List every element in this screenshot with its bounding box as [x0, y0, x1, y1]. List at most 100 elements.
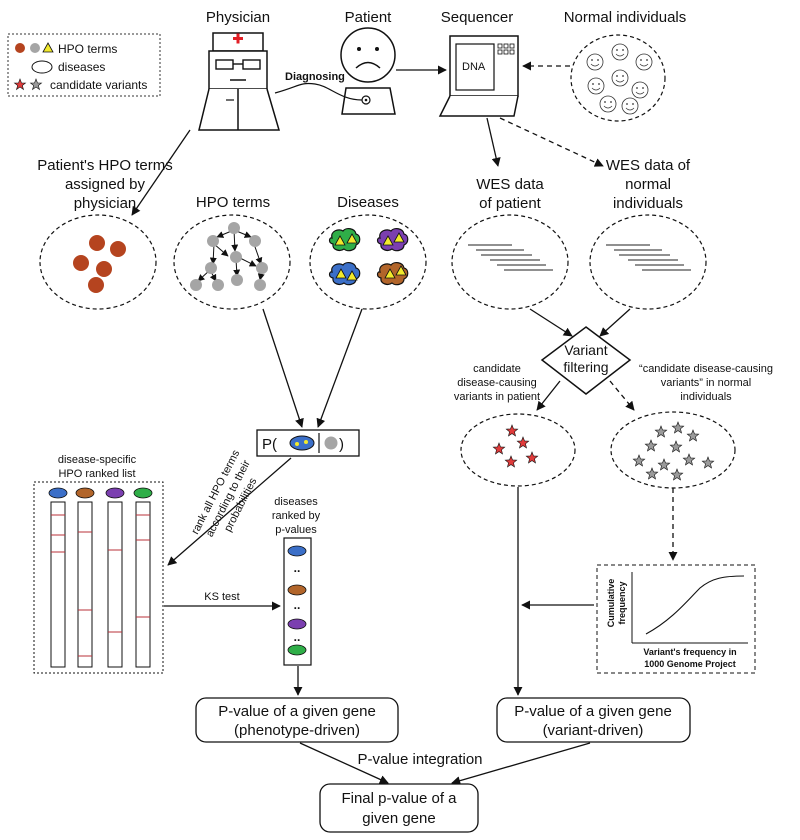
pvalue-variant-line-1: P-value of a given gene	[514, 703, 672, 720]
gray-star-6	[632, 454, 646, 467]
final-pvalue-line-2: given gene	[362, 810, 435, 827]
patient-hpo-title-1: Patient's HPO terms	[37, 157, 172, 174]
diseases-to-probability-arrow	[316, 308, 363, 428]
filter-to-normal-candidates-arrow	[609, 380, 635, 411]
red-star-swatch	[13, 78, 27, 91]
ks-test-label: KS test	[204, 591, 239, 603]
hpo-dag-circle	[173, 214, 291, 310]
final-pvalue-box	[319, 783, 479, 833]
pvalue-phenotype-box	[195, 697, 399, 743]
diseases-circle	[309, 214, 427, 310]
patient-hpo-circle	[39, 214, 157, 310]
ranked-dots-3: ..	[294, 630, 301, 644]
pvalue-variant-box	[496, 697, 691, 743]
diseases-ranked-label-3: p-values	[275, 524, 317, 536]
ranked-column-2	[77, 501, 93, 668]
final-pvalue-line-1: Final p-value of a	[341, 790, 457, 807]
probability-prefix: P(	[262, 436, 277, 453]
candidate-normal-label-1: “candidate disease-causing	[639, 363, 773, 375]
stethoscope-line	[274, 82, 363, 101]
ranked-list-label-1: disease-specific	[58, 454, 137, 466]
ranked-disease-blobs	[287, 545, 307, 656]
red-star-2	[516, 436, 530, 449]
pvalue-integration-label: P-value integration	[357, 751, 482, 768]
probability-blob-dot-2	[304, 440, 308, 444]
dna-label: DNA	[462, 61, 486, 73]
red-star-3	[492, 442, 506, 455]
legend-hpo-label: HPO terms	[58, 42, 117, 56]
gray-star-7	[657, 458, 671, 471]
variant-filtering-diamond	[540, 326, 632, 395]
gray-star-4	[644, 439, 658, 452]
diseases-ranked-label-2: ranked by	[272, 510, 321, 522]
filter-to-candidates-arrow	[536, 380, 561, 411]
wes-patient-circle	[451, 214, 569, 310]
ranked-dots-1: ..	[294, 561, 301, 575]
pheno-to-final-arrow	[299, 742, 389, 784]
cumulative-ylabel: Cumulative frequency	[606, 579, 627, 628]
ranked-column-blob-2	[75, 487, 95, 499]
candidate-patient-label-2: disease-causing	[457, 377, 537, 389]
wes-normal-title-1: WES data of	[606, 157, 691, 174]
candidate-normal-label-2: variants” in normal	[661, 377, 751, 389]
sequencer-icon	[438, 35, 519, 117]
ranked-column-blob-4	[133, 487, 153, 499]
cumulative-ylabel-1: Cumulative	[606, 579, 616, 628]
variant-filtering-label-1: Variant	[564, 342, 607, 358]
ranked-list-label-2: HPO ranked list	[58, 468, 135, 480]
rank-note: rank all HPO terms according to their pr…	[189, 448, 259, 539]
ranked-list-columns	[48, 487, 153, 668]
wes-patient-to-filter-arrow	[529, 308, 573, 337]
wes-normal-to-filter-arrow	[599, 308, 631, 337]
probability-blob-dot-1	[295, 442, 299, 446]
gray-star-8	[682, 453, 696, 466]
variant-to-final-arrow	[451, 742, 591, 786]
patient-title: Patient	[345, 9, 393, 26]
ranked-list-box	[33, 481, 164, 674]
ranked-column-4	[135, 501, 151, 668]
probability-hpo-node	[324, 436, 338, 450]
pvalue-variant-line-2: (variant-driven)	[543, 722, 644, 739]
legend-box	[7, 33, 161, 97]
cumulative-xlabel-1: Variant's frequency in	[643, 647, 736, 657]
hpo-node-swatch	[30, 43, 40, 53]
gray-star-9	[701, 456, 715, 469]
diseases-ranked-label-1: diseases	[274, 496, 318, 508]
candidate-normal-label-3: individuals	[680, 391, 732, 403]
ranked-dots-2: ..	[294, 598, 301, 612]
patient-hpo-title-3: physician	[74, 195, 137, 212]
diseases-ranked-column	[283, 537, 312, 666]
patient-icon	[340, 27, 396, 115]
hpo-to-probability-arrow	[262, 308, 304, 428]
hpo-term-swatch	[15, 43, 25, 53]
wes-normal-title-2: normal	[625, 176, 671, 193]
pvalue-phenotype-line-1: P-value of a given gene	[218, 703, 376, 720]
sequencer-to-wes-normal-arrow	[499, 117, 604, 167]
patient-variants-circle	[460, 413, 576, 487]
red-star-4	[525, 451, 539, 464]
gray-star-swatch	[29, 78, 43, 91]
patient-hpo-title-2: assigned by	[65, 176, 146, 193]
variant-filtering-label-2: filtering	[563, 359, 608, 375]
normal-variants-circle	[610, 411, 736, 489]
probability-disease-blob	[289, 435, 315, 451]
physician-icon	[198, 32, 281, 131]
triangle-swatch	[42, 42, 54, 53]
ranked-column-1	[50, 501, 66, 668]
gray-star-10	[645, 467, 659, 480]
wes-normal-circle	[589, 214, 707, 310]
ranked-column-3	[107, 501, 123, 668]
gray-star-11	[670, 468, 684, 481]
disease-blob-swatch	[31, 60, 53, 74]
candidate-patient-label-1: candidate	[473, 363, 521, 375]
cumulative-xlabel-2: 1000 Genome Project	[644, 659, 736, 669]
legend-diseases-label: diseases	[58, 60, 105, 74]
cumulative-ylabel-2: frequency	[617, 581, 627, 624]
hpo-terms-title: HPO terms	[196, 194, 270, 211]
diseases-title: Diseases	[337, 194, 399, 211]
sequencer-to-wes-patient-arrow	[486, 117, 501, 167]
red-star-5	[504, 455, 518, 468]
physician-title: Physician	[206, 9, 270, 26]
probability-to-ranked-list-arrow	[167, 457, 292, 566]
